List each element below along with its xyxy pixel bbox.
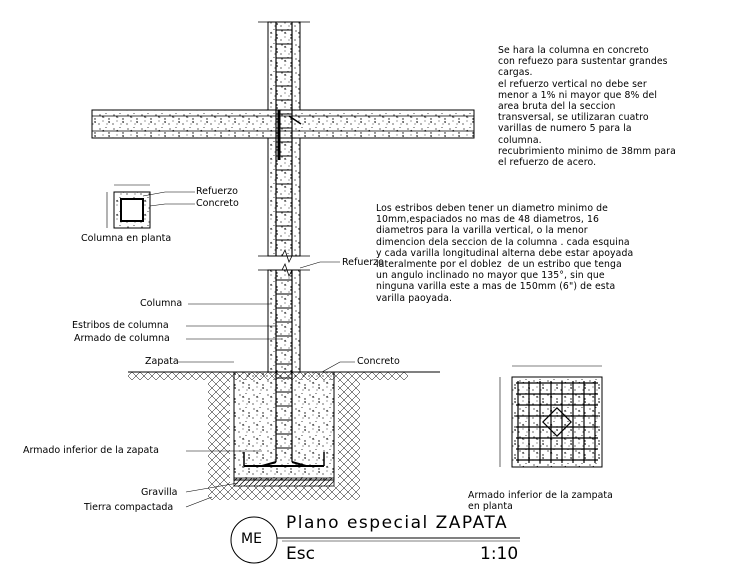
plan-refuerzo-label: Refuerzo: [196, 186, 238, 197]
footing-plan-mesh: [516, 381, 598, 463]
footing-plan: [499, 365, 603, 468]
footing-section: [128, 262, 440, 500]
refuerzo-label: Refuerzo: [342, 257, 384, 268]
scale-label: Esc: [286, 544, 315, 564]
plan-concreto-label: Concreto: [196, 198, 239, 209]
gravilla-label: Gravilla: [141, 487, 178, 498]
leader-lines: [178, 261, 355, 508]
armado-columna-label: Armado de columna: [74, 333, 170, 344]
column-plan: [106, 184, 195, 229]
scale-value: 1:10: [480, 544, 519, 564]
column-note: Se hara la columna en concreto con refue…: [498, 45, 676, 169]
title-badge: ME: [241, 531, 262, 547]
upper-stirrups: [276, 29, 292, 241]
column-plan-caption: Columna en planta: [81, 233, 172, 244]
upper-column-elevation: [91, 21, 475, 264]
zapata-label: Zapata: [145, 356, 179, 367]
tierra-label: Tierra compactada: [84, 502, 174, 513]
stirrup-note: Los estribos deben tener un diametro min…: [376, 203, 634, 304]
title-block: [230, 516, 520, 564]
lower-stirrups: [276, 279, 292, 449]
footing-plan-caption: Armado inferior de la zampata en planta: [468, 490, 613, 513]
plan-title: Plano especial ZAPATA: [286, 513, 509, 533]
columna-label: Columna: [140, 298, 183, 309]
armado-inferior-label: Armado inferior de la zapata: [23, 445, 159, 456]
estribos-label: Estribos de columna: [72, 320, 169, 331]
concreto-label: Concreto: [357, 356, 400, 367]
